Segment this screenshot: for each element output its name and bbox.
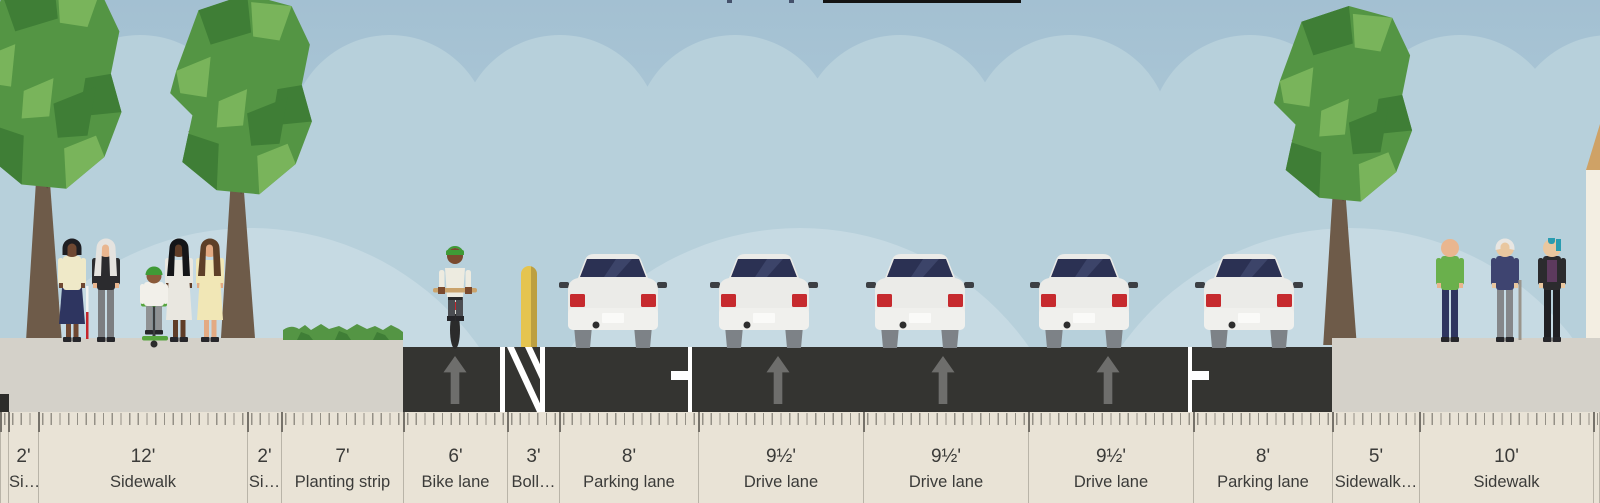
segment-name-label: Boll… bbox=[511, 473, 556, 491]
segment-name-label: Drive lane bbox=[1073, 473, 1149, 491]
segment-width-label: 9½' bbox=[1095, 446, 1127, 467]
sidewalk-ground-left bbox=[0, 338, 403, 412]
ruler-segment-drive-lane[interactable]: 9½' Drive lane bbox=[698, 412, 863, 503]
child-on-scooter bbox=[134, 266, 174, 348]
street-name-fragment bbox=[0, 0, 1600, 4]
ruler-segment-boll-[interactable]: 3' Boll… bbox=[507, 412, 559, 503]
car bbox=[1029, 252, 1139, 348]
lane-line bbox=[1188, 347, 1192, 412]
segment-name-label: Bike lane bbox=[421, 473, 490, 491]
tree bbox=[158, 0, 320, 341]
segment-width-label: 2' bbox=[16, 446, 31, 467]
segment-name-label: Drive lane bbox=[908, 473, 984, 491]
pedestrian bbox=[84, 238, 128, 346]
lane-arrow-icon bbox=[764, 356, 792, 404]
lane-arrow-icon bbox=[441, 356, 469, 404]
ruler-segment-sidewalk-[interactable]: 5' Sidewalk… bbox=[1332, 412, 1419, 503]
segment-width-label: 2' bbox=[257, 446, 272, 467]
ruler-segment-drive-lane[interactable]: 9½' Drive lane bbox=[863, 412, 1028, 503]
pedestrian bbox=[50, 238, 94, 346]
segment-name-label: Sidewalk… bbox=[1334, 473, 1418, 491]
segment-width-label: 9½' bbox=[765, 446, 797, 467]
segment-name-label: Parking lane bbox=[1217, 473, 1309, 491]
lane-arrow-icon bbox=[1094, 356, 1122, 404]
lane-line-stub bbox=[1192, 371, 1209, 380]
lane-arrow-icon bbox=[929, 356, 957, 404]
segment-width-label: 10' bbox=[1494, 446, 1519, 467]
pedestrian bbox=[1428, 238, 1472, 346]
ruler-segment-partial bbox=[1593, 412, 1600, 503]
ruler-segment-sidewalk[interactable]: 12' Sidewalk bbox=[38, 412, 247, 503]
buffer-stripes bbox=[500, 347, 545, 412]
bush bbox=[283, 320, 403, 340]
tree bbox=[0, 0, 130, 343]
segment-name-label: Sidewalk bbox=[1473, 473, 1540, 491]
street-name-glyph-fragment bbox=[789, 0, 794, 3]
segment-width-label: 7' bbox=[335, 446, 350, 467]
ruler-segment-parking-lane[interactable]: 8' Parking lane bbox=[559, 412, 698, 503]
ruler-segment-sidewalk[interactable]: 10' Sidewalk bbox=[1419, 412, 1593, 503]
pedestrian bbox=[157, 238, 201, 346]
ruler-segment-si-[interactable]: 2' Si… bbox=[8, 412, 38, 503]
street-name-glyph-fragment bbox=[727, 0, 732, 3]
ruler-segment-bike-lane[interactable]: 6' Bike lane bbox=[403, 412, 507, 503]
cutoff-object bbox=[0, 394, 9, 412]
segment-width-label: 8' bbox=[621, 446, 637, 467]
segment-name-label: Si… bbox=[248, 473, 281, 491]
car bbox=[558, 252, 668, 348]
ruler-segment-si-[interactable]: 2' Si… bbox=[247, 412, 281, 503]
segment-name-label: Parking lane bbox=[583, 473, 675, 491]
ruler-segment-partial bbox=[0, 412, 8, 503]
segment-name-label: Si… bbox=[9, 473, 38, 491]
car bbox=[865, 252, 975, 348]
pedestrian bbox=[1483, 238, 1527, 346]
segment-width-label: 12' bbox=[130, 446, 156, 467]
segment-width-label: 9½' bbox=[930, 446, 962, 467]
segment-name-label: Drive lane bbox=[743, 473, 819, 491]
street-name-underline bbox=[823, 0, 1021, 3]
car bbox=[1194, 252, 1304, 348]
segment-width-label: 5' bbox=[1368, 446, 1384, 467]
ruler-segment-planting-strip[interactable]: 7' Planting strip bbox=[281, 412, 403, 503]
bollard bbox=[521, 266, 537, 347]
segment-name-label: Sidewalk bbox=[109, 473, 177, 491]
sidewalk-ground-right bbox=[1332, 338, 1600, 412]
ruler-segment-drive-lane[interactable]: 9½' Drive lane bbox=[1028, 412, 1193, 503]
measurement-ruler: 2' Si… 12' Sidewalk 2' Si… 7' Planting strip 6' B… bbox=[0, 412, 1600, 503]
awning-icon bbox=[1586, 124, 1600, 170]
segment-width-label: 3' bbox=[526, 446, 541, 467]
lane-line-stub bbox=[671, 371, 688, 380]
lane-line bbox=[688, 347, 692, 412]
cyclist bbox=[427, 242, 483, 350]
pedestrian bbox=[188, 238, 232, 346]
segment-width-label: 8' bbox=[1255, 446, 1271, 467]
tree bbox=[1262, 4, 1420, 345]
road-surface bbox=[403, 347, 1332, 412]
pedestrian bbox=[1530, 236, 1574, 346]
segment-width-label: 6' bbox=[448, 446, 463, 467]
ruler-segment-parking-lane[interactable]: 8' Parking lane bbox=[1193, 412, 1332, 503]
segment-name-label: Planting strip bbox=[294, 473, 391, 491]
car bbox=[709, 252, 819, 348]
